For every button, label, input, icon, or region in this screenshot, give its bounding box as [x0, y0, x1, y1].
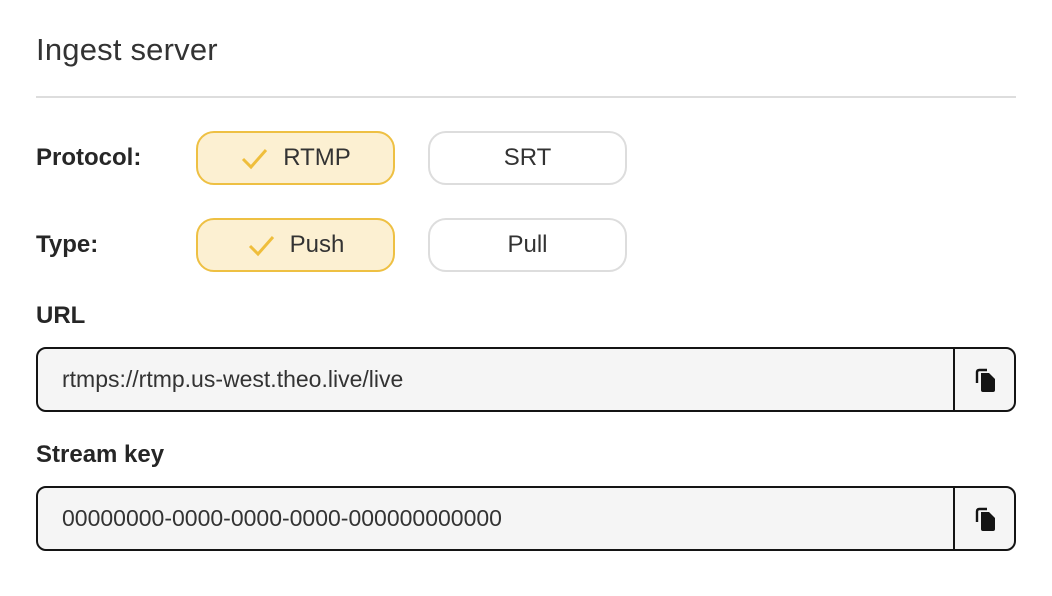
check-icon — [247, 234, 277, 257]
page-title: Ingest server — [36, 32, 218, 67]
protocol-option-rtmp[interactable]: RTMP — [196, 131, 395, 185]
stream-key-input[interactable] — [38, 488, 953, 549]
url-copy-button[interactable] — [953, 349, 1014, 410]
toggle-label: Push — [289, 231, 345, 258]
divider — [36, 96, 1016, 98]
copy-icon — [971, 366, 999, 394]
protocol-label: Protocol: — [36, 144, 142, 171]
stream-key-copy-button[interactable] — [953, 488, 1014, 549]
url-label: URL — [36, 302, 86, 329]
protocol-option-srt[interactable]: SRT — [428, 131, 627, 185]
url-input[interactable] — [38, 349, 953, 410]
type-option-push[interactable]: Push — [196, 218, 395, 272]
toggle-label: Pull — [507, 231, 548, 258]
type-option-pull[interactable]: Pull — [428, 218, 627, 272]
stream-key-label: Stream key — [36, 441, 165, 468]
copy-icon — [971, 505, 999, 533]
check-icon — [240, 147, 270, 170]
stream-key-input-group — [36, 486, 1016, 551]
protocol-row: Protocol: RTMP SRT — [36, 131, 1016, 185]
toggle-label: SRT — [503, 144, 552, 171]
url-input-group — [36, 347, 1016, 412]
type-row: Type: Push Pull — [36, 218, 1016, 272]
toggle-label: RTMP — [283, 144, 351, 171]
type-label: Type: — [36, 231, 99, 258]
